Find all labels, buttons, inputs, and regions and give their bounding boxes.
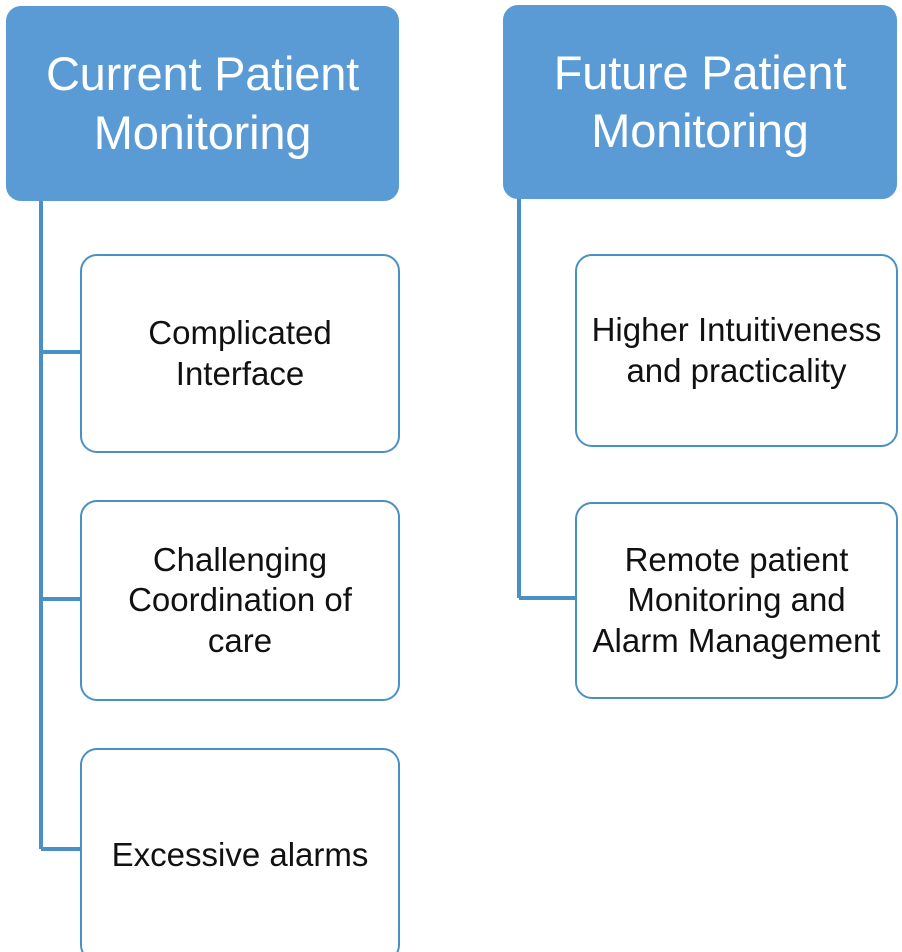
- node-higher-intuitiveness-and-practicality-label: Higher Intuitiveness and practicality: [591, 311, 882, 389]
- node-higher-intuitiveness-and-practicality[interactable]: Higher Intuitiveness and practicality: [575, 254, 898, 447]
- node-challenging-coordination-of-care-label: Challenging Coordination of care: [128, 541, 352, 659]
- node-challenging-coordination-of-care[interactable]: Challenging Coordination of care: [80, 500, 400, 701]
- node-complicated-interface-label: Complicated Interface: [148, 314, 332, 392]
- node-remote-patient-monitoring-and-alarm-management-label: Remote patient Monitoring and Alarm Mana…: [592, 541, 881, 659]
- node-remote-patient-monitoring-and-alarm-management[interactable]: Remote patient Monitoring and Alarm Mana…: [575, 502, 898, 699]
- root-node-future-label: Future Patient Monitoring: [553, 45, 847, 157]
- root-node-current-patient-monitoring[interactable]: Current Patient Monitoring: [6, 6, 399, 201]
- root-node-current-label: Current Patient Monitoring: [45, 47, 360, 159]
- node-excessive-alarms-label: Excessive alarms: [111, 835, 369, 873]
- node-excessive-alarms[interactable]: Excessive alarms: [80, 748, 400, 952]
- node-complicated-interface[interactable]: Complicated Interface: [80, 254, 400, 453]
- root-node-future-patient-monitoring[interactable]: Future Patient Monitoring: [503, 5, 897, 199]
